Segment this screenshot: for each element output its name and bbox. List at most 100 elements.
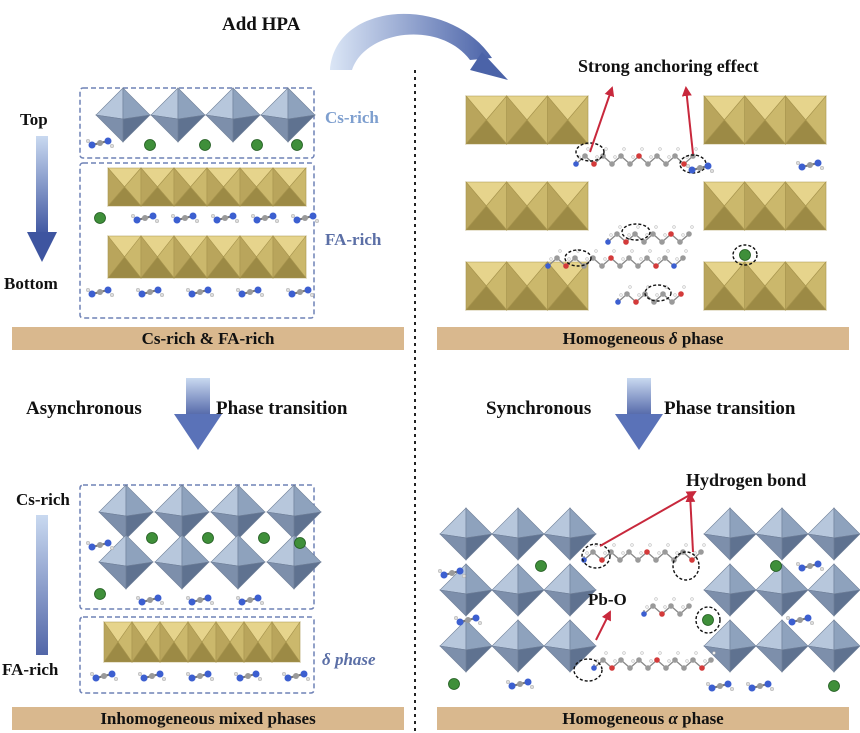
- delta-chain: [703, 181, 827, 231]
- alpha-octahedron: [703, 563, 757, 617]
- highlight-ring: [575, 142, 605, 162]
- gradient-cs-rich-label: Cs-rich: [16, 490, 70, 509]
- hpa-molecule: [641, 597, 694, 617]
- caption-bottom-right-suffix: phase: [677, 709, 724, 728]
- fa-cation: [185, 286, 214, 298]
- alpha-octahedron: [543, 619, 597, 673]
- top-bottom-gradient-arrow: [36, 136, 48, 236]
- alpha-octahedron: [266, 484, 322, 540]
- fa-cation: [89, 670, 118, 682]
- fa-cation: [135, 594, 164, 606]
- alpha-octahedron: [439, 563, 493, 617]
- alpha-octahedron: [98, 484, 154, 540]
- alpha-octahedron: [439, 507, 493, 561]
- fa-cation: [282, 670, 311, 682]
- right-phase-transition-label: Phase transition: [664, 398, 796, 419]
- alpha-octahedron: [210, 534, 266, 590]
- cs-atom: [828, 680, 840, 692]
- delta-chain: [103, 621, 301, 663]
- hpa-molecule: [591, 651, 716, 671]
- left-transition-arrow: [174, 378, 222, 450]
- fa-rich-label: FA-rich: [325, 230, 382, 249]
- mixed-alpha-box: [79, 484, 315, 610]
- highlight-ring: [672, 551, 700, 581]
- fa-cation: [286, 286, 315, 298]
- fa-cation: [185, 670, 214, 682]
- anchoring-arrow-left: [589, 86, 615, 153]
- hbond-arrow-right: [685, 492, 696, 553]
- cs-atom: [535, 560, 547, 572]
- fa-cation: [235, 594, 265, 606]
- highlight-ring: [732, 244, 758, 266]
- cs-rich-label: Cs-rich: [325, 108, 379, 127]
- gradient-top-label: Top: [20, 110, 48, 129]
- alpha-octahedron: [439, 619, 493, 673]
- caption-top-right-symbol: δ: [668, 329, 678, 348]
- caption-top-right-suffix: phase: [677, 329, 724, 348]
- fa-cation: [454, 614, 483, 626]
- fa-cation: [686, 162, 715, 174]
- gradient-arrowhead: [27, 232, 57, 262]
- fa-cation: [233, 670, 263, 682]
- caption-bar-top-right: Homogeneous δ phase: [437, 327, 849, 350]
- hpa-molecule: [615, 285, 686, 305]
- cs-atom: [202, 532, 214, 544]
- caption-top-right-prefix: Homogeneous: [562, 329, 669, 348]
- alpha-octahedron: [755, 563, 809, 617]
- cs-atom: [770, 560, 782, 572]
- fa-cation: [506, 678, 535, 690]
- cs-atom: [94, 588, 106, 600]
- right-transition-arrow: [615, 378, 663, 450]
- cs-rich-box: [79, 87, 315, 159]
- add-hpa-label: Add HPA: [222, 14, 301, 35]
- hpa-molecule: [573, 147, 698, 167]
- fa-cation: [85, 137, 114, 149]
- caption-bottom-right-prefix: Homogeneous: [562, 709, 669, 728]
- alpha-octahedron: [266, 534, 322, 590]
- pbo-label: Pb-O: [588, 590, 627, 609]
- caption-bottom-left-text: Inhomogeneous mixed phases: [100, 709, 316, 728]
- fa-cation: [796, 560, 825, 572]
- fa-cation: [130, 212, 159, 224]
- fa-cation: [185, 594, 214, 606]
- delta-chain: [107, 235, 307, 279]
- caption-top-left-text: Cs-rich & FA-rich: [141, 329, 275, 348]
- alpha-octahedron: [260, 87, 316, 143]
- cs-atom: [199, 139, 211, 151]
- gradient-bottom-label: Bottom: [4, 274, 58, 293]
- delta-phase-box: [79, 616, 315, 694]
- fa-cation: [796, 159, 825, 171]
- fa-cation: [235, 286, 265, 298]
- caption-bar-top-left: Cs-rich & FA-rich: [12, 327, 404, 350]
- fa-rich-box: [79, 162, 315, 319]
- caption-bar-bottom-right: Homogeneous α phase: [437, 707, 849, 730]
- delta-chain: [465, 261, 589, 311]
- highlight-ring: [573, 658, 603, 682]
- alpha-octahedron: [755, 507, 809, 561]
- alpha-octahedron: [154, 484, 210, 540]
- sync-label: Synchronous: [486, 398, 592, 419]
- highlight-ring: [564, 249, 592, 267]
- alpha-octahedron: [491, 507, 545, 561]
- alpha-octahedron: [491, 563, 545, 617]
- alpha-octahedron: [150, 87, 206, 143]
- delta-chain: [107, 167, 307, 207]
- alpha-octahedron: [154, 534, 210, 590]
- gradient-fa-rich-label: FA-rich: [2, 660, 59, 679]
- fa-cation: [85, 286, 114, 298]
- alpha-octahedron: [543, 563, 597, 617]
- hpa-molecule: [581, 543, 706, 563]
- caption-bottom-right-symbol: α: [668, 709, 678, 728]
- hbond-arrow-left: [599, 491, 697, 547]
- alpha-octahedron: [210, 484, 266, 540]
- cs-atom: [251, 139, 263, 151]
- pbo-arrow: [595, 610, 611, 641]
- left-phase-transition-label: Phase transition: [216, 398, 348, 419]
- delta-phase-label-text: δ phase: [322, 650, 376, 669]
- alpha-octahedron: [98, 534, 154, 590]
- fa-cation: [291, 212, 320, 224]
- fa-cation: [706, 680, 735, 692]
- alpha-octahedron: [807, 563, 860, 617]
